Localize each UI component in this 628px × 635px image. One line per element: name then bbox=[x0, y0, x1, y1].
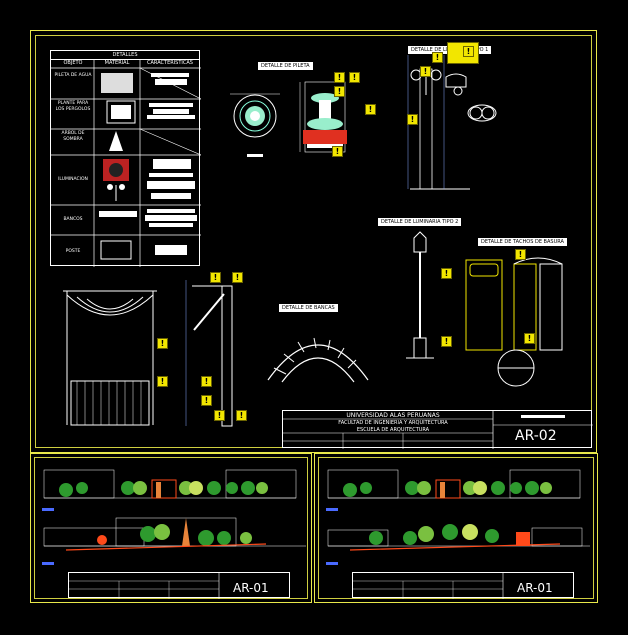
pergola-drawing bbox=[63, 290, 157, 426]
title-block-university: UNIVERSIDAD ALAS PERUANAS bbox=[346, 412, 440, 419]
details-row-bancos: BANCOS bbox=[63, 217, 83, 222]
warning-icon: ! bbox=[210, 272, 221, 283]
side-elevation-drawing bbox=[185, 280, 233, 427]
sheet-right-code: AR-01 bbox=[517, 581, 553, 595]
warning-icon: ! bbox=[157, 376, 168, 387]
warning-icon: ! bbox=[201, 376, 212, 387]
title-block-grid bbox=[283, 411, 593, 449]
warning-icon: ! bbox=[157, 338, 168, 349]
bancas-drawing bbox=[267, 337, 369, 383]
warning-icon: ! bbox=[214, 410, 225, 421]
label-luminaria-tipo-2: DETALLE DE LUMINARIA TIPO 2 bbox=[378, 218, 462, 226]
warning-icon: ! bbox=[232, 272, 243, 283]
warning-icon: ! bbox=[432, 52, 443, 63]
details-table-title: DETALLES bbox=[51, 51, 199, 60]
details-row-arbol: ARBOL DE SOMBRA bbox=[61, 131, 85, 142]
warning-icon: ! bbox=[365, 104, 376, 115]
sheet-left-inner-frame bbox=[34, 457, 308, 599]
details-row-iluminacion: ILUMINACION bbox=[58, 177, 88, 182]
sheet-right-frame bbox=[314, 453, 598, 603]
warning-icon: ! bbox=[441, 268, 452, 279]
fountain-drawing bbox=[230, 81, 347, 157]
warning-icon: ! bbox=[332, 146, 343, 157]
luminaria-1-drawing bbox=[407, 55, 497, 190]
sheet-right-inner-frame bbox=[318, 457, 594, 599]
title-block: UNIVERSIDAD ALAS PERUANAS FACULTAD DE IN… bbox=[282, 410, 593, 449]
warning-icon: ! bbox=[524, 333, 535, 344]
warning-icon: ! bbox=[407, 114, 418, 125]
sheet-right-elevations bbox=[326, 469, 590, 565]
details-row-pileta: PILETA DE AGUA bbox=[54, 73, 92, 78]
sheet-left-title-block: AR-01 bbox=[68, 572, 290, 599]
title-block-school: ESCUELA DE ARQUITECTURA bbox=[356, 427, 430, 433]
sheet-left-frame bbox=[30, 453, 312, 603]
warning-icon: ! bbox=[349, 72, 360, 83]
warning-icon: ! bbox=[201, 395, 212, 406]
warning-icon: ! bbox=[334, 72, 345, 83]
details-header-objeto: OBJETO bbox=[63, 60, 83, 66]
warning-icon: ! bbox=[463, 46, 474, 57]
details-table: DETALLES OBJETO MATERIAL CARACTERISTICAS bbox=[50, 50, 201, 267]
warning-icon: ! bbox=[441, 336, 452, 347]
warning-icon: ! bbox=[334, 86, 345, 97]
sheet-right-title-grid bbox=[353, 573, 504, 599]
title-block-faculty: FACULTAD DE INGENIERIA Y ARQUITECTURA bbox=[338, 420, 448, 426]
label-detalle-bancas: DETALLE DE BANCAS bbox=[279, 304, 338, 312]
sheet-left-code: AR-01 bbox=[233, 581, 269, 595]
luminaria-2-drawing bbox=[406, 231, 434, 359]
details-row-poste: POSTE bbox=[65, 249, 81, 254]
tachos-drawing bbox=[465, 257, 563, 387]
sheet-right-title-block: AR-01 bbox=[352, 572, 574, 599]
label-detalle-pileta: DETALLE DE PILETA bbox=[258, 62, 313, 70]
details-header-caracteristicas: CARACTERISTICAS bbox=[147, 60, 193, 66]
details-table-grid bbox=[51, 59, 201, 267]
sheet-left-elevations bbox=[42, 469, 306, 565]
warning-icon: ! bbox=[420, 66, 431, 77]
details-row-plante: PLANTE PARA LOS PERGOLOS bbox=[55, 101, 91, 112]
details-header-material: MATERIAL bbox=[104, 60, 130, 66]
main-sheet-code: AR-02 bbox=[515, 428, 557, 444]
sheet-left-title-grid bbox=[69, 573, 220, 599]
main-sheet-frame bbox=[30, 30, 597, 453]
warning-icon: ! bbox=[515, 249, 526, 260]
label-tachos-basura: DETALLE DE TACHOS DE BASURA bbox=[478, 238, 567, 246]
warning-icon: ! bbox=[236, 410, 247, 421]
